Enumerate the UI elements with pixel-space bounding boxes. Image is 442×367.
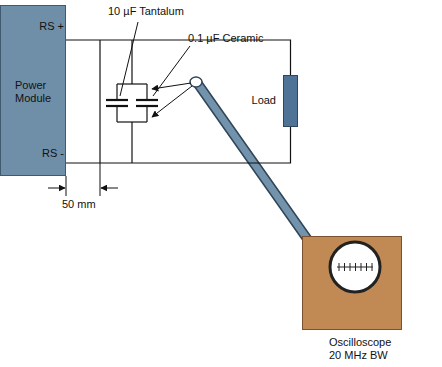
part-label: 10 µF Tantalum <box>108 5 184 18</box>
node-label: 20 MHz BW <box>329 349 388 362</box>
rail-link <box>99 40 100 163</box>
probe-arrow <box>152 83 191 89</box>
node-label: Power Module <box>15 79 59 105</box>
node-label: Load <box>252 94 276 107</box>
wire <box>66 127 291 163</box>
probe-arrow <box>152 86 192 117</box>
pin-name: RS + <box>39 20 64 33</box>
leader-line <box>153 46 190 96</box>
scope-screen <box>303 237 401 329</box>
leader-line <box>120 22 138 96</box>
node-label: Oscilloscope <box>329 336 391 349</box>
load-box: Load <box>283 75 298 127</box>
part-label: 0.1 µF Ceramic <box>188 32 263 45</box>
dimension-label: 50 mm <box>62 198 96 211</box>
pin-name: RS - <box>42 147 64 160</box>
wire <box>66 40 291 75</box>
oscilloscope-box: Oscilloscope20 MHz BW <box>302 236 402 330</box>
probe-tip <box>190 77 202 87</box>
capacitor-symbols <box>106 40 158 163</box>
